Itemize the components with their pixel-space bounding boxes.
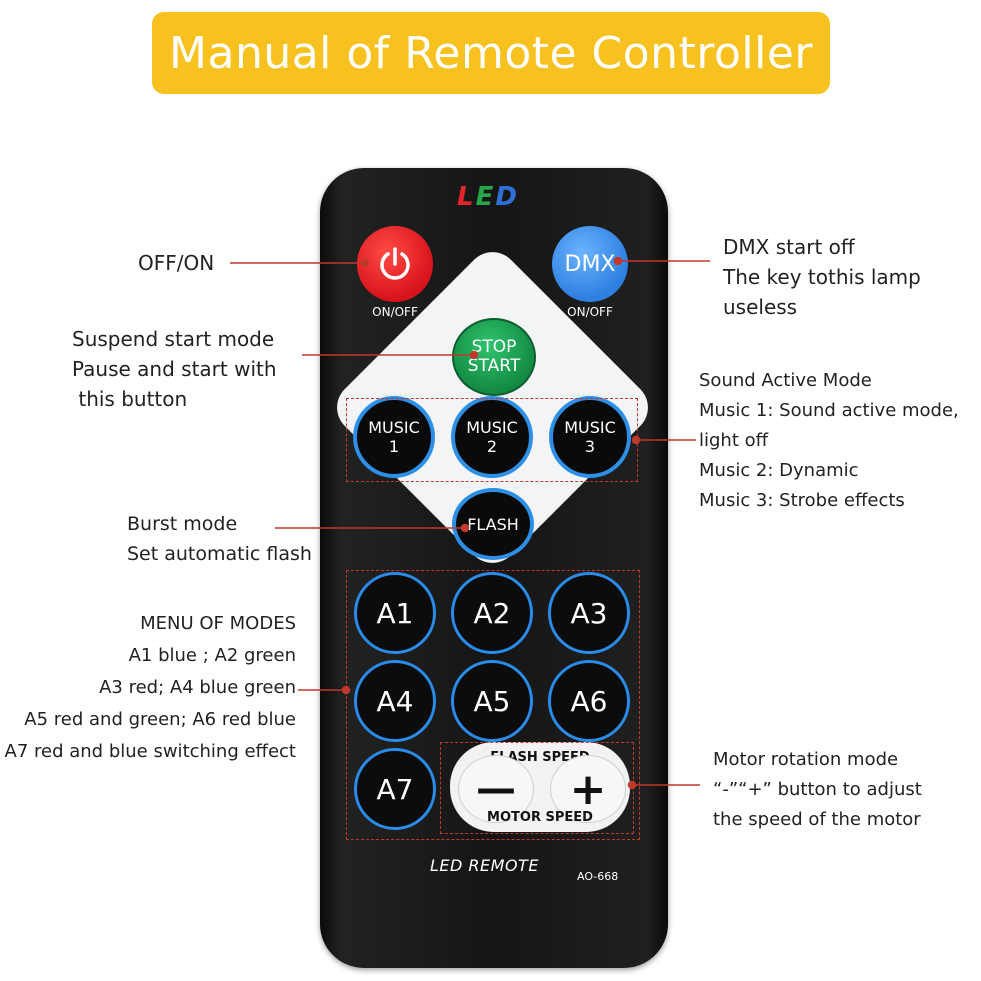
a4-button[interactable]: A4 bbox=[354, 660, 436, 742]
minus-button[interactable]: — bbox=[458, 755, 534, 823]
motor-speed-label: MOTOR SPEED bbox=[487, 810, 593, 825]
a5-button[interactable]: A5 bbox=[451, 660, 533, 742]
music-2-number: 2 bbox=[486, 437, 498, 456]
annotation-motor: Motor rotation mode “-”“+” button to adj… bbox=[713, 749, 922, 830]
power-icon bbox=[380, 247, 410, 280]
model-number: AO-668 bbox=[577, 870, 619, 883]
annotation-burst: Burst mode Set automatic flash bbox=[127, 513, 312, 565]
annotation-menu: MENU OF MODES A1 blue ; A2 green A3 red;… bbox=[4, 613, 296, 762]
plus-button[interactable]: + bbox=[550, 755, 626, 823]
annotation-suspend: Suspend start mode Pause and start with … bbox=[72, 327, 277, 411]
a3-button[interactable]: A3 bbox=[548, 572, 630, 654]
stop-start-button[interactable]: STOP START bbox=[452, 318, 536, 396]
music-1-label: MUSIC bbox=[368, 418, 420, 437]
a2-button[interactable]: A2 bbox=[451, 572, 533, 654]
a5-label: A5 bbox=[473, 684, 511, 718]
music-1-number: 1 bbox=[388, 437, 400, 456]
a6-label: A6 bbox=[570, 684, 608, 718]
annotation-sound: Sound Active Mode Music 1: Sound active … bbox=[699, 370, 959, 511]
stop-label: STOP bbox=[471, 337, 517, 357]
a1-label: A1 bbox=[376, 596, 414, 630]
power-button[interactable] bbox=[357, 226, 433, 302]
music-3-label: MUSIC bbox=[564, 418, 616, 437]
plus-icon: + bbox=[569, 763, 607, 815]
a6-button[interactable]: A6 bbox=[548, 660, 630, 742]
dmx-button-label: DMX bbox=[564, 251, 616, 277]
annotation-off-on: OFF/ON bbox=[138, 251, 215, 275]
start-label: START bbox=[467, 356, 521, 376]
music-3-number: 3 bbox=[584, 437, 596, 456]
modes-group-outline bbox=[346, 570, 640, 840]
dmx-label: ON/OFF bbox=[567, 305, 613, 319]
led-logo: LED bbox=[457, 182, 519, 212]
a1-button[interactable]: A1 bbox=[354, 572, 436, 654]
title-banner: Manual of Remote Controller bbox=[152, 12, 830, 94]
page-title: Manual of Remote Controller bbox=[169, 27, 813, 79]
minus-icon: — bbox=[476, 766, 516, 812]
power-label: ON/OFF bbox=[372, 305, 418, 319]
a7-label: A7 bbox=[376, 772, 414, 806]
a3-label: A3 bbox=[570, 596, 608, 630]
annotation-dmx: DMX start off The key tothis lamp useles… bbox=[723, 235, 921, 319]
a7-button[interactable]: A7 bbox=[354, 748, 436, 830]
flash-label: FLASH bbox=[467, 514, 519, 534]
a4-label: A4 bbox=[376, 684, 414, 718]
a2-label: A2 bbox=[473, 596, 511, 630]
remote-name: LED REMOTE bbox=[430, 856, 539, 875]
music-2-label: MUSIC bbox=[466, 418, 518, 437]
